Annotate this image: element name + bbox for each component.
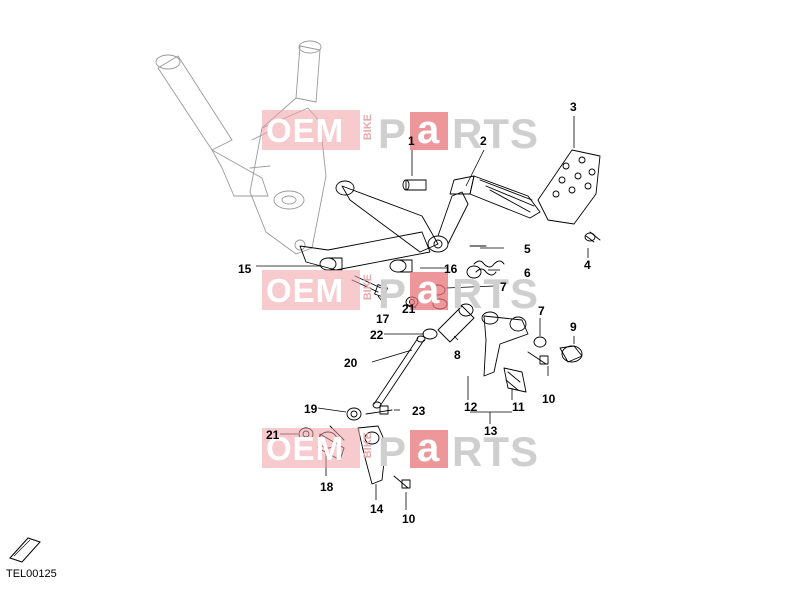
nuts <box>298 296 419 441</box>
gear-lever <box>481 311 583 393</box>
callout-14: 14 <box>370 502 384 516</box>
callout-4: 4 <box>584 258 591 272</box>
callout-19: 19 <box>304 402 318 416</box>
callout-11: 11 <box>512 400 525 414</box>
callout-20: 20 <box>344 356 358 370</box>
callout-18: 18 <box>320 480 334 494</box>
callout-7: 7 <box>500 280 507 294</box>
shift-rod <box>372 335 426 409</box>
callout-3: 3 <box>570 100 577 114</box>
callout-2: 2 <box>480 134 487 148</box>
callout-1: 1 <box>408 134 415 148</box>
callout-10: 10 <box>402 512 416 526</box>
callout-17: 17 <box>376 312 390 326</box>
fwd-badge-icon <box>9 537 41 563</box>
reference-code: TEL00125 <box>6 568 57 580</box>
footrest-peg <box>449 175 541 219</box>
callout-23: 23 <box>412 404 426 418</box>
callout-21: 21 <box>402 302 416 316</box>
pin <box>402 179 427 191</box>
callout-8: 8 <box>454 348 461 362</box>
watermark-logo: OEM BIKE P a RTS <box>262 426 542 475</box>
watermark-logo: OEM BIKE P a RTS <box>262 108 542 157</box>
callout-13: 13 <box>484 424 498 438</box>
spring <box>469 245 505 276</box>
callout-16: 16 <box>444 262 458 276</box>
callout-22: 22 <box>370 328 384 342</box>
callout-7: 7 <box>538 304 545 318</box>
callout-6: 6 <box>524 266 531 280</box>
callout-12: 12 <box>464 400 478 414</box>
callout-9: 9 <box>570 320 577 334</box>
callout-15: 15 <box>238 262 252 276</box>
callout-5: 5 <box>524 242 531 256</box>
callout-10: 10 <box>542 392 556 406</box>
leader-lines <box>256 116 589 510</box>
watermark-logo: OEM BIKE P a RTS <box>262 268 542 317</box>
footrest-bracket <box>299 180 469 271</box>
heel-plate <box>537 149 601 243</box>
callout-21: 21 <box>266 428 280 442</box>
